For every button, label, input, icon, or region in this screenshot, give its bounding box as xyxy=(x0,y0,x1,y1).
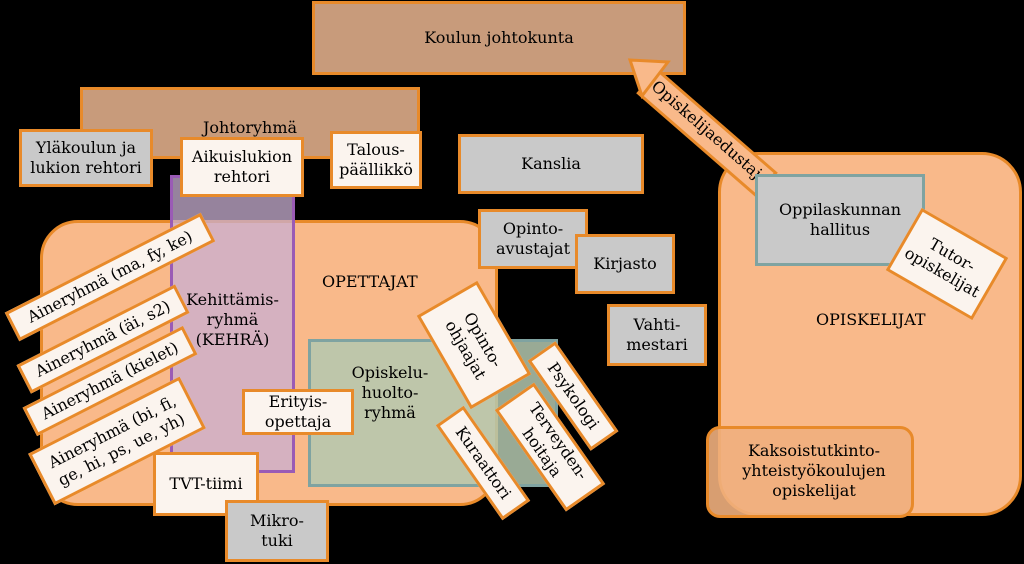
board-box: Koulun johtokunta xyxy=(312,1,686,75)
adult-principal-box: Aikuislukion rehtori xyxy=(180,137,304,197)
dev-group-label: Kehittämis- ryhmä (KEHRÄ) xyxy=(186,290,279,349)
principal-box: Yläkoulun ja lukion rehtori xyxy=(19,129,153,187)
special-teacher-box: Erityis- opettaja xyxy=(242,389,354,435)
study-assistants-box: Opinto- avustajat xyxy=(478,209,588,269)
teachers-label: OPETTAJAT xyxy=(322,272,418,291)
library-box: Kirjasto xyxy=(575,234,675,294)
finance-box: Talous- päällikkö xyxy=(330,131,422,189)
janitor-box: Vahti- mestari xyxy=(607,304,707,366)
double-degree-label: Kaksoistutkinto- yhteistyökoulujen opisk… xyxy=(742,441,886,500)
welfare-group-label: Opiskelu- huolto- ryhmä xyxy=(351,363,429,422)
students-label: OPISKELIJAT xyxy=(816,310,926,329)
micro-support-box: Mikro- tuki xyxy=(225,500,329,562)
double-degree-box xyxy=(706,426,914,518)
office-box: Kanslia xyxy=(458,134,644,194)
management-label: Johtoryhmä xyxy=(202,118,298,137)
